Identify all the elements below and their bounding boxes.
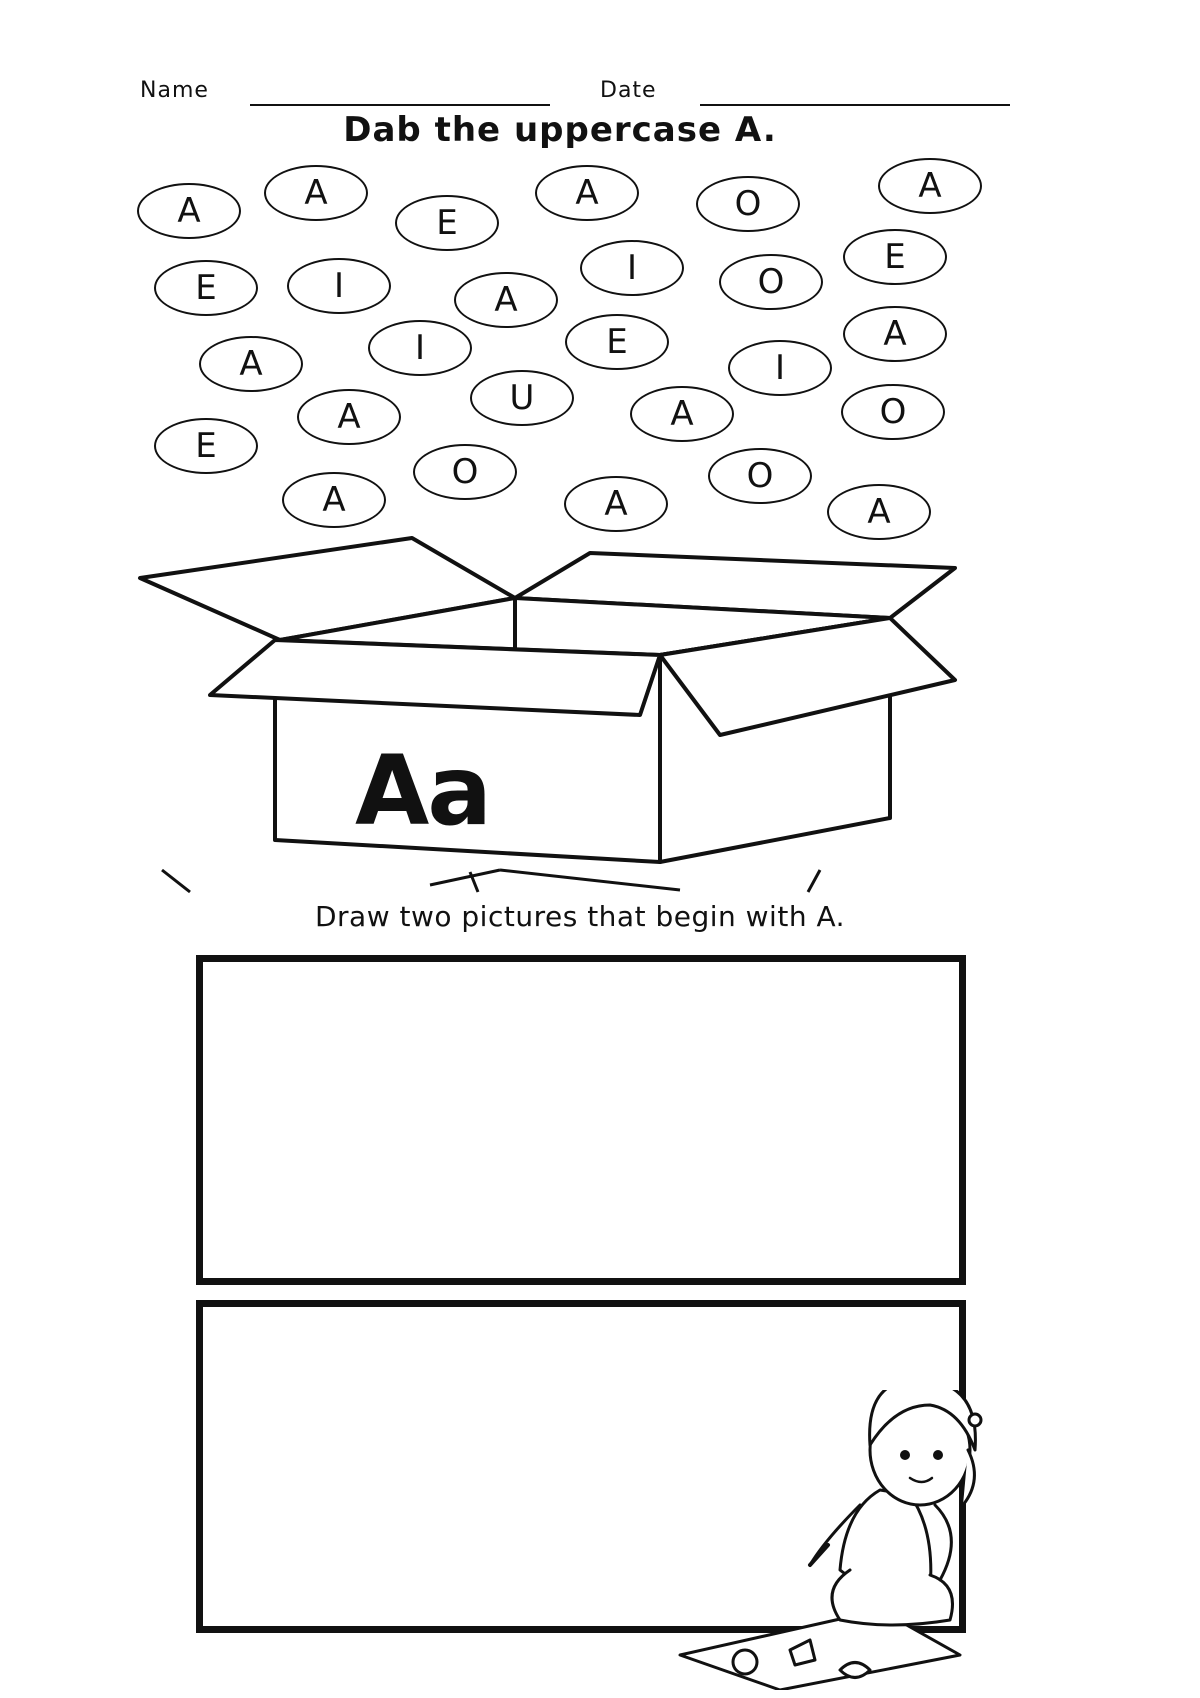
letter-bubble[interactable]: E xyxy=(843,229,947,285)
letter-bubble[interactable]: A xyxy=(564,476,668,532)
letter-bubble[interactable]: E xyxy=(565,314,669,370)
letter-bubble[interactable]: E xyxy=(154,418,258,474)
letter-bubble[interactable]: A xyxy=(282,472,386,528)
letter-bubble[interactable]: E xyxy=(154,260,258,316)
letter-bubble[interactable]: A xyxy=(199,336,303,392)
name-label: Name xyxy=(140,78,209,103)
header-row: Name Date xyxy=(140,78,1010,108)
box-label-aa: Aa xyxy=(355,735,492,847)
letter-bubble[interactable]: O xyxy=(696,176,800,232)
letter-bubble[interactable]: O xyxy=(719,254,823,310)
letter-bubble[interactable]: I xyxy=(368,320,472,376)
letter-bubble[interactable]: A xyxy=(264,165,368,221)
letter-bubble[interactable]: U xyxy=(470,370,574,426)
draw-instruction-title: Draw two pictures that begin with A. xyxy=(314,900,846,933)
letter-bubble[interactable]: O xyxy=(841,384,945,440)
name-field[interactable] xyxy=(250,104,550,106)
letter-bubble[interactable]: A xyxy=(843,306,947,362)
letter-bubble[interactable]: A xyxy=(535,165,639,221)
letter-bubble[interactable]: E xyxy=(395,195,499,251)
letter-bubble[interactable]: O xyxy=(708,448,812,504)
date-label: Date xyxy=(600,78,657,103)
letter-bubble[interactable]: I xyxy=(580,240,684,296)
letter-bubble[interactable]: A xyxy=(878,158,982,214)
open-box-icon xyxy=(138,536,957,894)
letter-bubble[interactable]: A xyxy=(137,183,241,239)
letter-bubble[interactable]: A xyxy=(630,386,734,442)
letter-bubble[interactable]: A xyxy=(297,389,401,445)
letter-bubble[interactable]: I xyxy=(728,340,832,396)
letter-bubble[interactable]: I xyxy=(287,258,391,314)
letter-bubble[interactable]: A xyxy=(454,272,558,328)
dab-instruction-title: Dab the uppercase A. xyxy=(343,110,777,150)
girl-drawing-illustration xyxy=(678,1390,983,1690)
letter-bubbles: A A E A O A E I A I O E A I E I A A U A … xyxy=(0,0,1200,560)
drawing-box-1[interactable] xyxy=(196,955,966,1285)
letter-bubble[interactable]: O xyxy=(413,444,517,500)
letter-bubble[interactable]: A xyxy=(827,484,931,540)
date-field[interactable] xyxy=(700,104,1010,106)
